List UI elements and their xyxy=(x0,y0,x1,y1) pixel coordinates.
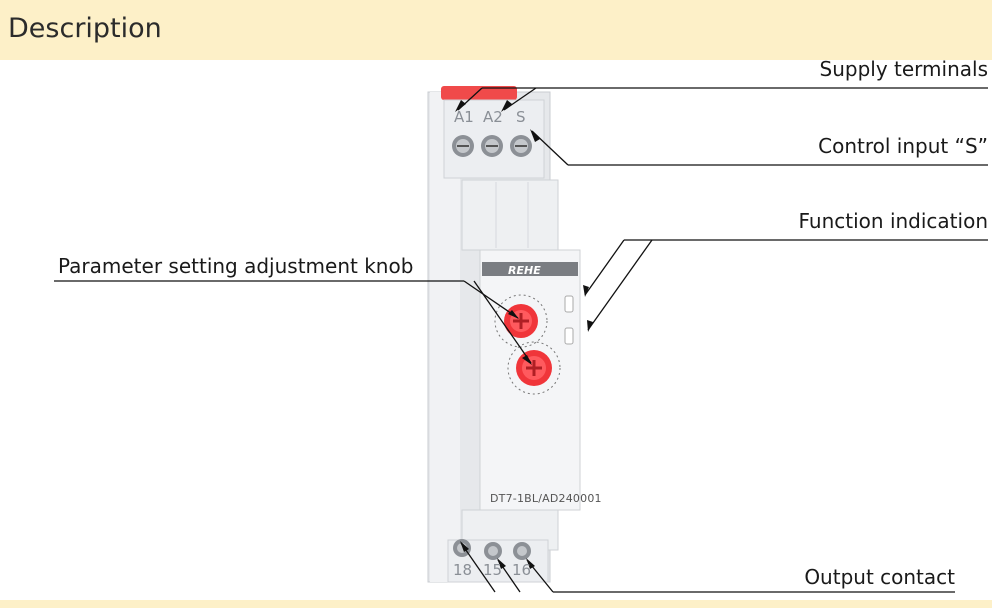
terminal-16-label: 16 xyxy=(512,561,532,579)
terminal-s-label: S xyxy=(516,108,526,126)
top-screws xyxy=(452,135,532,157)
supply-terminals-label: Supply terminals xyxy=(819,57,988,81)
led-window-1 xyxy=(564,295,574,313)
terminal-a1-label: A1 xyxy=(454,108,474,126)
knob-scales xyxy=(494,294,561,395)
terminal-18-label: 18 xyxy=(453,561,473,579)
relay-body xyxy=(427,86,581,583)
led-window-2 xyxy=(564,327,574,345)
terminal-15-label: 15 xyxy=(483,561,503,579)
brand-logo: REHE xyxy=(508,264,541,277)
model-number: DT7-1BL/AD240001 xyxy=(490,492,602,505)
brand-strip xyxy=(482,262,578,276)
bottom-screws xyxy=(453,539,531,560)
control-input-label: Control input “S” xyxy=(818,134,988,158)
terminal-a2-label: A2 xyxy=(483,108,503,126)
section-title: Description xyxy=(8,13,162,44)
function-indication-label: Function indication xyxy=(798,209,988,233)
parameter-knob-label: Parameter setting adjustment knob xyxy=(58,254,414,278)
header-bar: Description xyxy=(0,0,992,60)
time-setting-knob[interactable] xyxy=(516,350,552,386)
output-contact-label: Output contact xyxy=(804,565,955,589)
time-range-knob[interactable] xyxy=(504,304,538,338)
footer-bar xyxy=(0,600,992,608)
leader-arrowheads xyxy=(455,100,593,569)
top-clip xyxy=(441,86,517,100)
